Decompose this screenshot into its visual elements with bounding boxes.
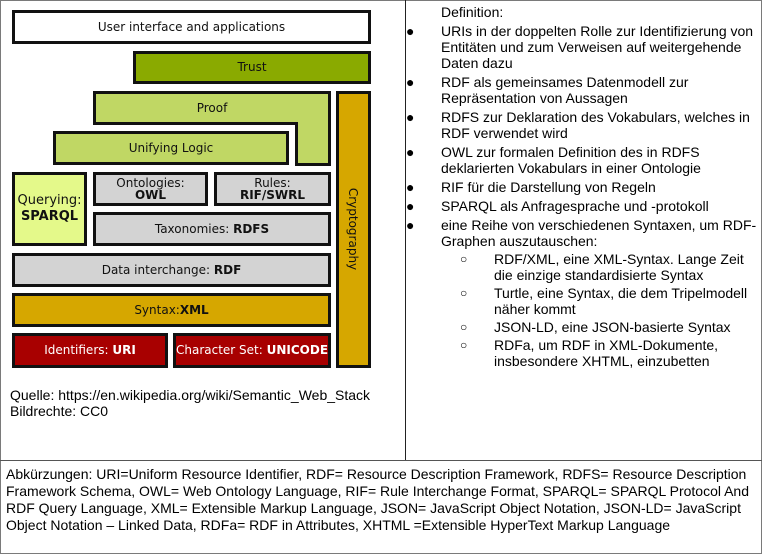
bullet-icon: ● (406, 109, 415, 125)
layer-value: RDFS (233, 221, 270, 236)
sublist-item: ○ Turtle, eine Syntax, die dem Tripelmode… (418, 285, 758, 317)
layer-label: Unifying Logic (128, 140, 214, 155)
list-item-text: RDFS zur Deklaration des Vokabulars, wel… (441, 109, 750, 141)
layer-value: UNICODE (266, 343, 329, 357)
bullet-icon: ● (406, 217, 415, 233)
sublist-item: ○ RDF/XML, eine XML-Syntax. Lange Zeit di… (418, 251, 758, 283)
sublist-item-text: RDFa, um RDF in XML-Dokumente, insbesond… (494, 337, 719, 369)
layer-value: SPARQL (20, 209, 79, 224)
layer-rules: Rules: RIF/SWRL (214, 172, 331, 206)
image-source: Quelle: https://en.wikipedia.org/wiki/Se… (10, 387, 370, 419)
layer-unifying-logic: Unifying Logic (53, 131, 289, 165)
list-item: ● RDFS zur Deklaration des Vokabulars, we… (406, 109, 758, 141)
abbreviations-text: Abkürzungen: URI=Uniform Resource Identi… (6, 466, 749, 533)
list-item-text: RIF für die Darstellung von Regeln (441, 179, 656, 195)
cryptography-label: Cryptography (346, 187, 360, 271)
layer-label: Character Set: (175, 343, 267, 357)
image-rights: Bildrechte: CC0 (10, 403, 109, 419)
sublist-item-text: Turtle, eine Syntax, die dem Tripelmodel… (494, 285, 748, 317)
list-item: ● RIF für die Darstellung von Regeln (406, 179, 758, 195)
list-item: ● RDF als gemeinsames Datenmodell zur Rep… (406, 74, 758, 106)
layer-label: Syntax: (134, 302, 180, 317)
layer-label: Data interchange: (101, 262, 214, 277)
layer-value: RDF (213, 262, 242, 277)
definition-title: Definition: (441, 4, 504, 20)
layer-label: Proof (196, 101, 228, 115)
list-item-text: eine Reihe von verschiedenen Syntaxen, u… (441, 217, 757, 249)
layer-label: Identifiers: (44, 343, 113, 357)
sublist-item-text: JSON-LD, eine JSON-basierte Syntax (494, 319, 731, 335)
list-item: ● SPARQL als Anfragesprache und -protokol… (406, 198, 758, 214)
layer-cryptography (336, 91, 371, 368)
list-item-text: RDF als gemeinsames Datenmodell zur Repr… (441, 74, 689, 106)
layer-taxonomies: Taxonomies: RDFS (93, 212, 331, 246)
sublist-item-text: RDF/XML, eine XML-Syntax. Lange Zeit die… (494, 251, 744, 283)
syntax-sublist: ○ RDF/XML, eine XML-Syntax. Lange Zeit di… (418, 251, 758, 369)
layer-label: Taxonomies: (154, 221, 234, 236)
layer-identifiers: Identifiers: URI (12, 333, 168, 368)
layer-user-interface: User interface and applications (12, 10, 371, 44)
layer-value: RIF/SWRL (239, 188, 306, 202)
layer-label: Rules: (254, 176, 291, 190)
row-divider (0, 460, 762, 461)
sublist-item: ○ JSON-LD, eine JSON-basierte Syntax (418, 319, 758, 335)
sublist-item: ○ RDFa, um RDF in XML-Dokumente, insbeson… (418, 337, 758, 369)
circle-bullet-icon: ○ (460, 286, 468, 300)
layer-label: Querying: (17, 193, 82, 208)
bullet-icon: ● (406, 23, 415, 39)
layer-value: XML (179, 302, 209, 317)
circle-bullet-icon: ○ (460, 252, 468, 266)
proof-fill (96, 94, 328, 122)
circle-bullet-icon: ○ (460, 338, 468, 352)
layer-trust: Trust (133, 51, 371, 84)
bullet-icon: ● (406, 179, 415, 195)
column-divider (405, 0, 406, 460)
list-item-text: SPARQL als Anfragesprache und -protokoll (441, 198, 709, 214)
layer-label: User interface and applications (97, 19, 286, 34)
list-item: ● OWL zur formalen Definition des in RDFS… (406, 144, 758, 176)
layer-ontologies: Ontologies: OWL (93, 172, 208, 206)
bullet-icon: ● (406, 144, 415, 160)
bullet-icon: ● (406, 74, 415, 90)
layer-character-set: Character Set: UNICODE (173, 333, 331, 368)
layer-label: Trust (237, 60, 267, 74)
layer-querying: Querying: SPARQL (12, 172, 87, 246)
source-url: Quelle: https://en.wikipedia.org/wiki/Se… (10, 387, 371, 403)
layer-syntax: Syntax:XML (12, 293, 331, 327)
bullet-icon: ● (406, 198, 415, 214)
layer-label: Ontologies: (116, 176, 185, 190)
layer-value: URI (112, 343, 136, 357)
list-item-text: OWL zur formalen Definition des in RDFS … (441, 144, 701, 176)
list-item-text: URIs in der doppelten Rolle zur Identifi… (441, 23, 754, 71)
proof-label-wrap: Proof (93, 91, 331, 125)
definition-panel: Definition: ● URIs in der doppelten Rolle… (406, 4, 758, 369)
list-item: ● URIs in der doppelten Rolle zur Identif… (406, 23, 758, 71)
circle-bullet-icon: ○ (460, 320, 468, 334)
layer-value: OWL (134, 188, 167, 202)
definition-list: ● URIs in der doppelten Rolle zur Identif… (406, 23, 758, 249)
layer-data-interchange: Data interchange: RDF (12, 253, 331, 287)
list-item: ● eine Reihe von verschiedenen Syntaxen, … (406, 217, 758, 249)
